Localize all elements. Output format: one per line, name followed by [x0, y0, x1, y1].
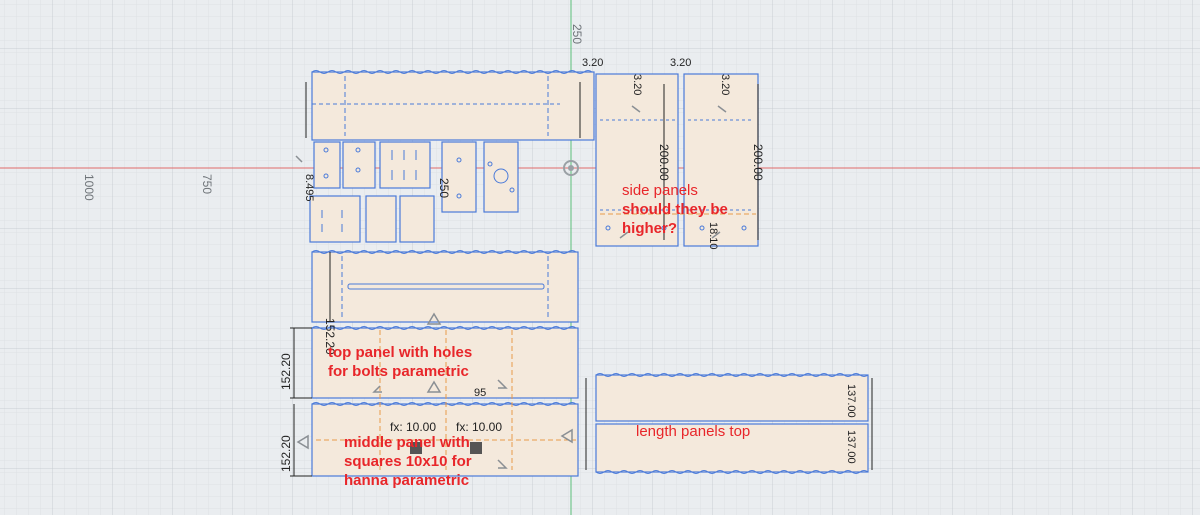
small-part-2[interactable]	[342, 141, 376, 189]
dim-320-b[interactable]: 3.20	[670, 57, 691, 69]
finger-joint-edges	[311, 70, 869, 474]
top-panel-with-holes[interactable]	[311, 327, 579, 399]
dim-320-d[interactable]: 3.20	[719, 74, 731, 95]
construction-lines	[316, 213, 756, 470]
small-part-1[interactable]	[313, 141, 341, 189]
constraint-markers	[295, 105, 727, 469]
square-markers	[410, 442, 482, 454]
dim-152-a[interactable]: 152.20	[279, 353, 293, 390]
small-part-6[interactable]	[309, 195, 361, 243]
length-panel-top-1[interactable]	[595, 374, 869, 422]
mid-panel[interactable]	[311, 251, 579, 323]
note-side-panels[interactable]: side panels	[622, 182, 698, 199]
length-panel-top-2[interactable]	[595, 423, 869, 473]
ruler-label-750: 750	[200, 174, 214, 195]
dim-95[interactable]: 95	[474, 387, 486, 399]
dim-320-a[interactable]: 3.20	[582, 57, 603, 69]
note-top-panel[interactable]: top panel with holes for bolts parametri…	[328, 344, 473, 380]
dim-fx-1[interactable]: fx: 10.00	[390, 420, 436, 434]
ruler-label-1000: 1000	[82, 174, 96, 201]
dim-1810[interactable]: 18.10	[707, 222, 719, 250]
top-long-panel[interactable]	[311, 71, 595, 141]
dim-152-b[interactable]: 152.20	[279, 435, 293, 472]
dim-13700-b[interactable]: 137.00	[845, 430, 857, 464]
dim-320-c[interactable]: 3.20	[631, 74, 643, 95]
origin-point[interactable]	[563, 160, 579, 176]
note-should-be-higher[interactable]: should they be higher?	[622, 201, 728, 237]
small-part-4[interactable]	[441, 141, 477, 213]
dim-200-b[interactable]: 200.00	[751, 144, 765, 181]
small-part-5[interactable]	[483, 141, 519, 213]
dim-fx-2[interactable]: fx: 10.00	[456, 420, 502, 434]
dim-250[interactable]: 250	[437, 178, 451, 198]
small-part-7[interactable]	[365, 195, 397, 243]
note-length-panels[interactable]: length panels top	[636, 423, 751, 440]
dimension-lines	[290, 82, 873, 477]
side-panel-right[interactable]	[683, 73, 759, 247]
dim-8495[interactable]: 8.495	[303, 174, 315, 202]
origin-point-center	[568, 165, 574, 171]
dim-200-a[interactable]: 200.00	[657, 144, 671, 181]
note-middle-panel[interactable]: middle panel with squares 10x10 for hann…	[344, 434, 472, 489]
ruler-label-250: 250	[570, 24, 584, 45]
small-part-8[interactable]	[399, 195, 435, 243]
dim-13700-a[interactable]: 137.00	[845, 384, 857, 418]
dim-152-c[interactable]: 152.20	[323, 318, 337, 355]
small-part-3[interactable]	[379, 141, 431, 189]
